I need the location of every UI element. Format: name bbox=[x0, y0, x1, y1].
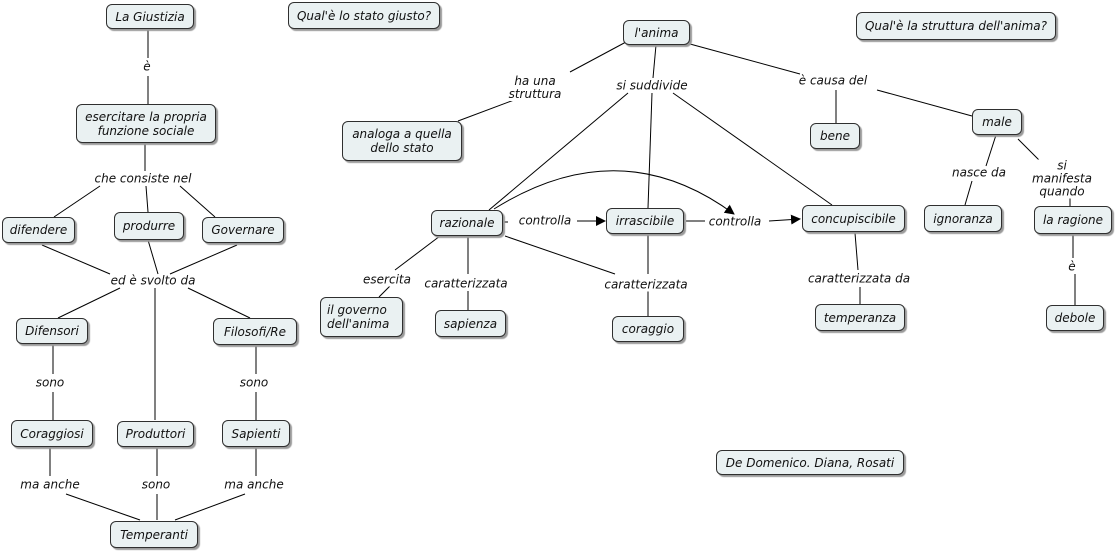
link-label: sono bbox=[139, 477, 173, 492]
link-label: caratterizzata bbox=[602, 277, 690, 292]
link-label: è bbox=[141, 59, 153, 74]
link-label: nasce da bbox=[950, 165, 1008, 180]
link-label: esercita bbox=[361, 272, 413, 287]
link-label: sono bbox=[237, 375, 271, 390]
node-analoga[interactable]: analoga a quella dello stato bbox=[342, 121, 462, 161]
node-esercitare[interactable]: esercitare la propria funzione sociale bbox=[76, 104, 216, 143]
link-label: ed è svolto da bbox=[108, 273, 198, 288]
node-coraggiosi[interactable]: Coraggiosi bbox=[11, 420, 93, 447]
node-produrre[interactable]: produrre bbox=[114, 212, 184, 240]
node-difendere[interactable]: difendere bbox=[2, 217, 75, 243]
link-label: caratterizzata bbox=[422, 276, 510, 291]
link-label: controlla bbox=[516, 213, 574, 228]
node-question-struttura-anima[interactable]: Qual'è la struttura dell'anima? bbox=[856, 12, 1056, 40]
link-label: si manifesta quando bbox=[1030, 158, 1094, 199]
node-governare[interactable]: Governare bbox=[202, 217, 284, 243]
node-temperanza[interactable]: temperanza bbox=[815, 304, 905, 331]
node-irrascibile[interactable]: irrascibile bbox=[606, 208, 684, 234]
link-label: sono bbox=[33, 375, 67, 390]
node-governo-anima[interactable]: il governo dell'anima bbox=[320, 297, 403, 337]
link-label: caratterizzata da bbox=[805, 271, 913, 286]
node-male[interactable]: male bbox=[972, 109, 1022, 135]
node-produttori[interactable]: Produttori bbox=[117, 421, 194, 447]
node-debole[interactable]: debole bbox=[1046, 305, 1104, 331]
node-filosofi-re[interactable]: Filosofi/Re bbox=[213, 318, 297, 345]
node-coraggio[interactable]: coraggio bbox=[612, 316, 684, 342]
link-label: è causa del bbox=[796, 73, 870, 88]
node-razionale[interactable]: razionale bbox=[431, 210, 503, 236]
node-authors[interactable]: De Domenico. Diana, Rosati bbox=[716, 450, 904, 475]
node-sapienti[interactable]: Sapienti bbox=[222, 420, 290, 447]
link-label: ma anche bbox=[18, 477, 82, 492]
link-label: si suddivide bbox=[614, 78, 690, 93]
link-label: ha una struttura bbox=[506, 74, 564, 101]
node-sapienza[interactable]: sapienza bbox=[435, 310, 506, 337]
link-label: controlla bbox=[706, 214, 764, 229]
node-question-stato-giusto[interactable]: Qual'è lo stato giusto? bbox=[288, 2, 440, 29]
node-temperanti[interactable]: Temperanti bbox=[110, 521, 198, 548]
node-concupiscibile[interactable]: concupiscibile bbox=[802, 205, 905, 232]
link-label: è bbox=[1066, 259, 1078, 274]
node-la-giustizia[interactable]: La Giustizia bbox=[106, 4, 194, 29]
node-anima[interactable]: l'anima bbox=[623, 20, 690, 45]
node-difensori[interactable]: Difensori bbox=[16, 318, 88, 344]
node-bene[interactable]: bene bbox=[810, 123, 860, 149]
node-ignoranza[interactable]: ignoranza bbox=[924, 205, 1002, 232]
link-label: che consiste nel bbox=[92, 171, 194, 186]
node-la-ragione[interactable]: la ragione bbox=[1034, 206, 1112, 234]
link-label: ma anche bbox=[222, 477, 286, 492]
